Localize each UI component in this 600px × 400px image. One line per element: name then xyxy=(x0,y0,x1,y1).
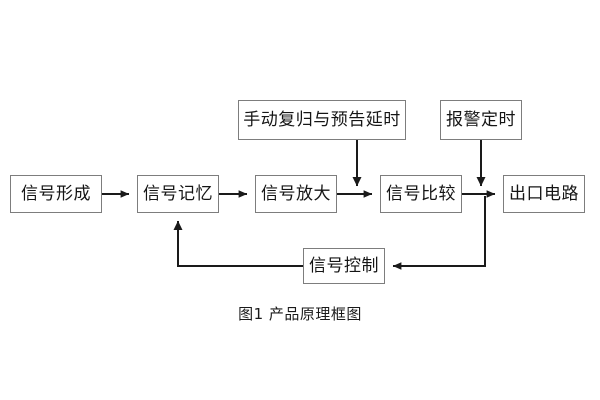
node-output-circuit[interactable]: 出口电路 xyxy=(503,175,585,213)
node-label: 信号比较 xyxy=(386,183,456,204)
node-manual-reset-delay[interactable]: 手动复归与预告延时 xyxy=(238,100,406,140)
node-label: 信号控制 xyxy=(309,255,379,276)
figure-caption: 图1 产品原理框图 xyxy=(0,303,600,324)
node-label: 报警定时 xyxy=(446,109,516,130)
node-label: 信号记忆 xyxy=(143,183,213,204)
connector-compare-to-control xyxy=(392,196,486,270)
node-label: 信号形成 xyxy=(21,183,91,204)
node-label: 出口电路 xyxy=(509,183,579,204)
node-signal-amplify[interactable]: 信号放大 xyxy=(255,175,337,213)
node-signal-memory[interactable]: 信号记忆 xyxy=(137,175,219,213)
node-signal-forming[interactable]: 信号形成 xyxy=(10,175,102,213)
node-label: 手动复归与预告延时 xyxy=(243,109,401,130)
node-signal-control[interactable]: 信号控制 xyxy=(303,248,385,284)
figure-caption-text: 图1 产品原理框图 xyxy=(238,305,362,323)
node-label: 信号放大 xyxy=(261,183,331,204)
node-alarm-timer[interactable]: 报警定时 xyxy=(440,100,522,140)
connector-control-to-memory xyxy=(173,220,303,267)
node-signal-compare[interactable]: 信号比较 xyxy=(380,175,462,213)
